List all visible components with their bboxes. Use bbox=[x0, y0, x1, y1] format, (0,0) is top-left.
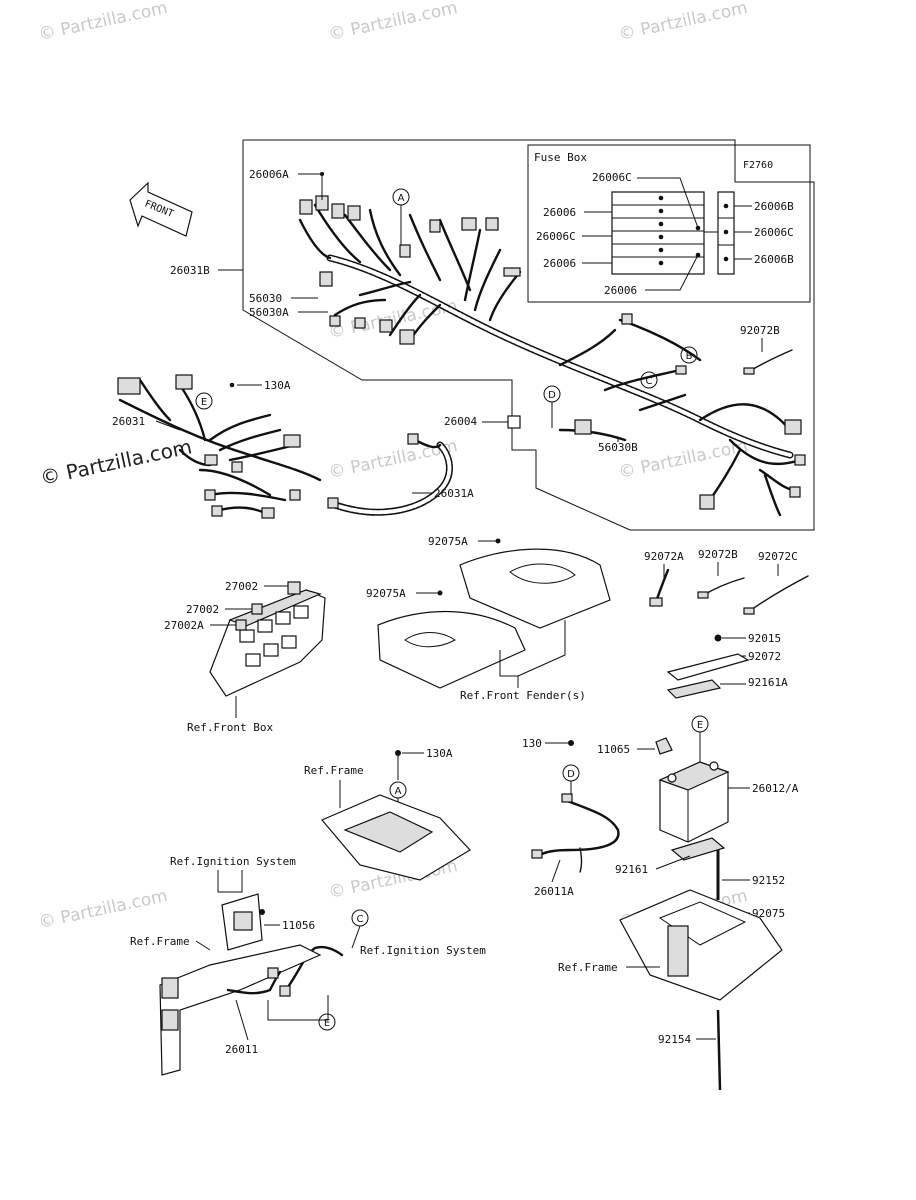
fuse-label-26006b-1: 26006B bbox=[754, 200, 794, 213]
label-92015: 92015 bbox=[748, 632, 781, 645]
label-92075: 92075 bbox=[752, 907, 785, 920]
ref-frame-left: Ref.Frame bbox=[130, 935, 190, 948]
label-92154: 92154 bbox=[658, 1033, 691, 1046]
fuse-label-26006-1: 26006 bbox=[543, 206, 576, 219]
callout-E-ignition: E bbox=[324, 1018, 330, 1029]
ref-frame-right: Ref.Frame bbox=[558, 961, 618, 974]
label-130: 130 bbox=[522, 737, 542, 750]
fuse-box-title: Fuse Box bbox=[534, 151, 587, 164]
label-130A-mid: 130A bbox=[426, 747, 453, 760]
watermark-1: © Partzilla.com bbox=[37, 0, 169, 45]
label-26031A: 26031A bbox=[434, 487, 474, 500]
sub-harness-26031A: 26031A bbox=[327, 433, 474, 516]
label-11065: 11065 bbox=[597, 743, 630, 756]
callout-B-top: B bbox=[686, 351, 693, 362]
label-56030A: 56030A bbox=[249, 306, 289, 319]
battery-assembly: 92015 92072 92161A E 26012/A 92161 92152… bbox=[558, 632, 799, 1091]
label-27002A: 27002A bbox=[164, 619, 204, 632]
callout-C-top: C bbox=[646, 376, 653, 387]
callout-D-battery: D bbox=[567, 769, 575, 780]
label-92072B: 92072B bbox=[698, 548, 738, 561]
fender-covers: 92075A 92075A Ref.Front Fender(s) bbox=[366, 535, 611, 702]
label-26012A: 26012/A bbox=[752, 782, 799, 795]
callout-C-ignition: C bbox=[357, 914, 364, 925]
fuse-label-26006c-r: 26006C bbox=[754, 226, 794, 239]
fuse-label-26006-4: 26006 bbox=[604, 284, 637, 297]
label-130A-top: 130A bbox=[264, 379, 291, 392]
callout-E-battery: E bbox=[697, 720, 703, 731]
label-92072C: 92072C bbox=[758, 550, 798, 563]
figure-code: F2760 bbox=[743, 160, 773, 171]
harness-group-outline bbox=[242, 139, 815, 531]
main-harness-drawing bbox=[298, 195, 806, 517]
callout-A-top: A bbox=[398, 193, 405, 204]
label-92152: 92152 bbox=[752, 874, 785, 887]
label-26031: 26031 bbox=[112, 415, 145, 428]
fuse-label-26006c-top: 26006C bbox=[592, 171, 632, 184]
label-26006A: 26006A bbox=[249, 168, 289, 181]
watermark-2: © Partzilla.com bbox=[327, 0, 459, 45]
callout-A-frame: A bbox=[395, 786, 402, 797]
ignition-frame: Ref.Ignition System 11056 C Ref.Ignition… bbox=[130, 855, 486, 1076]
label-92072: 92072 bbox=[748, 650, 781, 663]
label-92161: 92161 bbox=[615, 863, 648, 876]
fuse-label-26006c-2: 26006C bbox=[536, 230, 576, 243]
main-harness-labels: 26006A 26031B 56030 56030A A B C D 92072… bbox=[170, 168, 793, 454]
ref-ignition-mid: Ref.Ignition System bbox=[360, 944, 486, 957]
front-arrow-icon: FRONT bbox=[129, 181, 193, 237]
frame-middle: 130A A Ref.Frame bbox=[304, 747, 471, 881]
label-11056: 11056 bbox=[282, 919, 315, 932]
straps: 92072A 92072B 92072C bbox=[644, 548, 809, 615]
label-92161A: 92161A bbox=[748, 676, 788, 689]
battery-cable-26011A: 130 D 11065 26011A bbox=[522, 737, 673, 898]
ref-ignition-top: Ref.Ignition System bbox=[170, 855, 296, 868]
label-26011: 26011 bbox=[225, 1043, 258, 1056]
label-27002-b: 27002 bbox=[186, 603, 219, 616]
label-92075A-top: 92075A bbox=[428, 535, 468, 548]
label-56030B: 56030B bbox=[598, 441, 638, 454]
watermark-3: © Partzilla.com bbox=[617, 0, 749, 45]
label-26031B: 26031B bbox=[170, 264, 210, 277]
label-92072B-top: 92072B bbox=[740, 324, 780, 337]
watermark-main: © Partzilla.com bbox=[38, 434, 194, 490]
label-26011A: 26011A bbox=[534, 885, 574, 898]
fuse-label-26006-3: 26006 bbox=[543, 257, 576, 270]
label-27002-a: 27002 bbox=[225, 580, 258, 593]
sub-harness-26031: 130A E 26031 bbox=[112, 374, 322, 519]
ref-front-fender: Ref.Front Fender(s) bbox=[460, 689, 586, 702]
ref-frame-mid: Ref.Frame bbox=[304, 764, 364, 777]
label-56030: 56030 bbox=[249, 292, 282, 305]
fuse-box: Fuse Box 26006C 26006 26006C 26006 26006… bbox=[527, 144, 811, 303]
label-92075A-mid: 92075A bbox=[366, 587, 406, 600]
fuse-label-26006b-2: 26006B bbox=[754, 253, 794, 266]
callout-D-top: D bbox=[548, 390, 556, 401]
label-26004: 26004 bbox=[444, 415, 477, 428]
front-box: 27002 27002 27002A Ref.Front Box bbox=[164, 580, 326, 734]
watermark-6: © Partzilla.com bbox=[37, 886, 169, 933]
label-92072A: 92072A bbox=[644, 550, 684, 563]
ref-front-box: Ref.Front Box bbox=[187, 721, 273, 734]
callout-E-top: E bbox=[201, 397, 207, 408]
